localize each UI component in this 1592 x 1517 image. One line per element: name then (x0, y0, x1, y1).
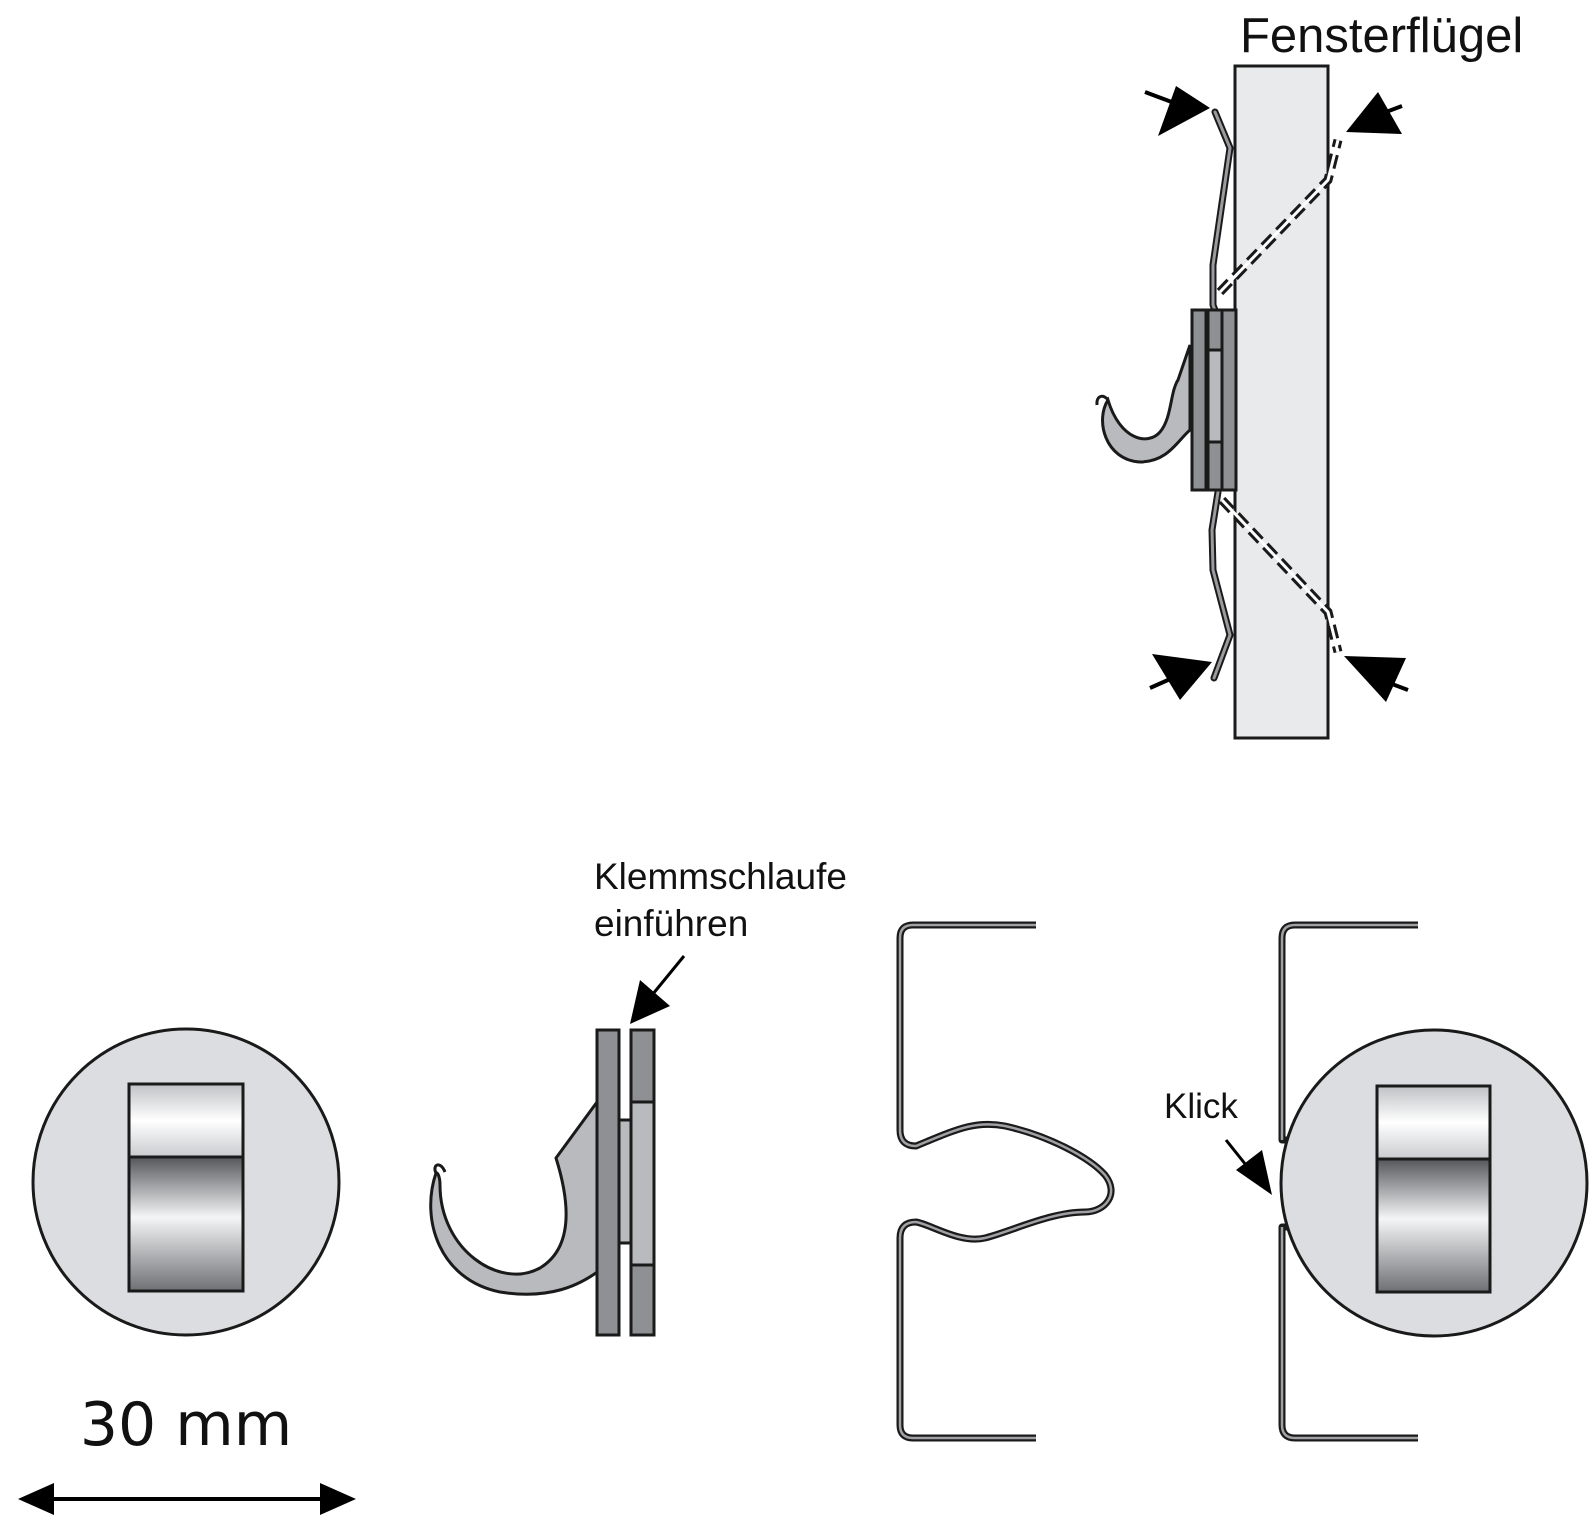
disc-slot-top (127, 1082, 245, 1159)
assembled-disc-slot-top (1375, 1084, 1492, 1161)
arrow-bottom-right (1344, 656, 1406, 702)
click-arrow (1236, 1150, 1272, 1195)
disc-slot-bottom (127, 1155, 245, 1293)
hook-plate-front-bottom (629, 1263, 656, 1337)
spring-clip (896, 921, 1115, 1442)
assembled-disc (1278, 921, 1589, 1442)
arrow-bottom-left (1152, 654, 1212, 700)
clamp-loop-arrow (630, 980, 670, 1024)
clamp-loop-label-line2: einführen (594, 903, 748, 944)
window-sash-label: Fensterflügel (1240, 9, 1523, 63)
base-disc (31, 1027, 341, 1337)
hook-bracket-side (429, 1028, 656, 1337)
dimension-label: 30 mm (80, 1390, 292, 1460)
clamp-loop-label-line1: Klemmschlaufe (594, 856, 847, 897)
hook-plate-back (595, 1028, 621, 1337)
dimension-arrow-left (18, 1483, 54, 1515)
mounted-assembly: Fensterflügel (1095, 9, 1523, 740)
click-label: Klick (1164, 1087, 1238, 1126)
base-plate-back (1190, 308, 1208, 492)
arrow-top-right (1346, 92, 1402, 134)
clamp-loop-callout: Klemmschlaufe einführen (594, 856, 847, 1024)
dimension-marker: 30 mm (18, 1390, 356, 1515)
hook-plate-front-top (629, 1028, 656, 1104)
hook-bracket-mounted (1101, 344, 1192, 464)
arrow-top-left (1158, 86, 1210, 136)
click-callout: Klick (1164, 1087, 1272, 1195)
dimension-arrow-right (320, 1483, 356, 1515)
window-sash-panel (1233, 64, 1330, 740)
assembled-disc-slot-bottom (1375, 1157, 1492, 1294)
